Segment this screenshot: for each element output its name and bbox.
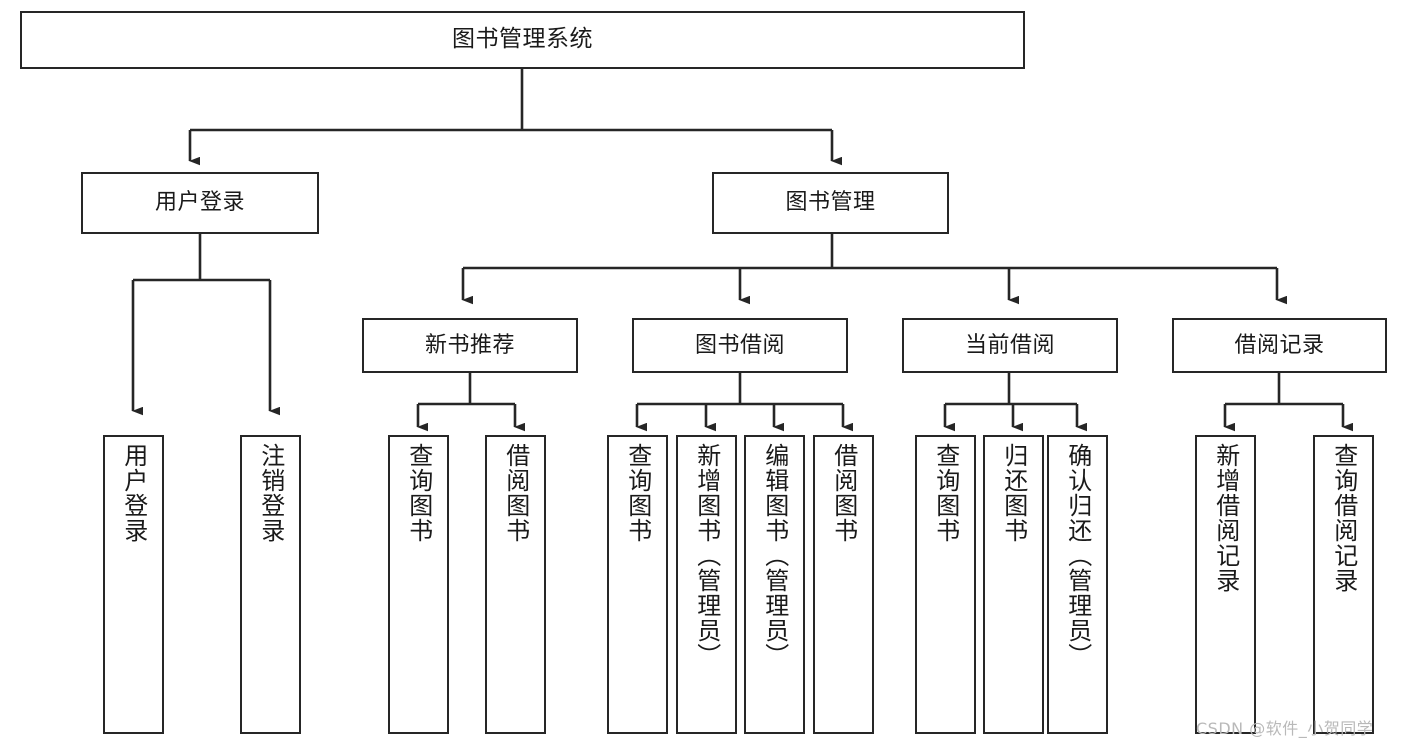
leaf-records-add-record-label: 新增借阅记录 [1211, 443, 1240, 593]
node-new-book-recommend-label: 新书推荐 [424, 332, 515, 358]
leaf-records-query-record-label: 查询借阅记录 [1329, 443, 1358, 593]
leaf-records-add-record[interactable]: 新增借阅记录 [1195, 435, 1256, 734]
node-user-login-label: 用户登录 [154, 190, 245, 216]
node-root-system-label: 图书管理系统 [452, 26, 593, 53]
leaf-user-login-signout-label: 注销登录 [256, 443, 285, 543]
node-borrow-records-label: 借阅记录 [1234, 332, 1325, 358]
leaf-recommend-query-book[interactable]: 查询图书 [388, 435, 449, 734]
leaf-borrow-add-book-admin-label: 新增图书（管理员） [692, 443, 721, 668]
node-current-borrow[interactable]: 当前借阅 [902, 318, 1118, 373]
leaf-borrow-edit-book-admin-label: 编辑图书（管理员） [760, 443, 789, 668]
node-user-login[interactable]: 用户登录 [81, 172, 319, 234]
leaf-borrow-borrow-book-label: 借阅图书 [829, 443, 858, 543]
leaf-current-return-book-label: 归还图书 [999, 443, 1028, 543]
leaf-current-confirm-return-admin-label: 确认归还（管理员） [1063, 443, 1092, 668]
node-borrow-records[interactable]: 借阅记录 [1172, 318, 1387, 373]
leaf-user-login-signout[interactable]: 注销登录 [240, 435, 301, 734]
leaf-borrow-edit-book-admin[interactable]: 编辑图书（管理员） [744, 435, 805, 734]
csdn-watermark: CSDN @软件_小贺同学 [1196, 719, 1374, 738]
node-root-system[interactable]: 图书管理系统 [20, 11, 1025, 69]
leaf-borrow-query-book[interactable]: 查询图书 [607, 435, 668, 734]
leaf-current-query-book-label: 查询图书 [931, 443, 960, 543]
leaf-current-confirm-return-admin[interactable]: 确认归还（管理员） [1047, 435, 1108, 734]
node-new-book-recommend[interactable]: 新书推荐 [362, 318, 578, 373]
leaf-recommend-query-book-label: 查询图书 [404, 443, 433, 543]
leaf-current-query-book[interactable]: 查询图书 [915, 435, 976, 734]
node-current-borrow-label: 当前借阅 [964, 332, 1055, 358]
leaf-user-login-signin-label: 用户登录 [119, 443, 148, 543]
node-book-borrow-label: 图书借阅 [694, 332, 785, 358]
leaf-records-query-record[interactable]: 查询借阅记录 [1313, 435, 1374, 734]
leaf-recommend-borrow-book[interactable]: 借阅图书 [485, 435, 546, 734]
leaf-recommend-borrow-book-label: 借阅图书 [501, 443, 530, 543]
leaf-borrow-query-book-label: 查询图书 [623, 443, 652, 543]
leaf-borrow-add-book-admin[interactable]: 新增图书（管理员） [676, 435, 737, 734]
node-book-management-label: 图书管理 [785, 190, 876, 216]
node-book-borrow[interactable]: 图书借阅 [632, 318, 848, 373]
leaf-user-login-signin[interactable]: 用户登录 [103, 435, 164, 734]
leaf-borrow-borrow-book[interactable]: 借阅图书 [813, 435, 874, 734]
node-book-management[interactable]: 图书管理 [712, 172, 949, 234]
leaf-current-return-book[interactable]: 归还图书 [983, 435, 1044, 734]
